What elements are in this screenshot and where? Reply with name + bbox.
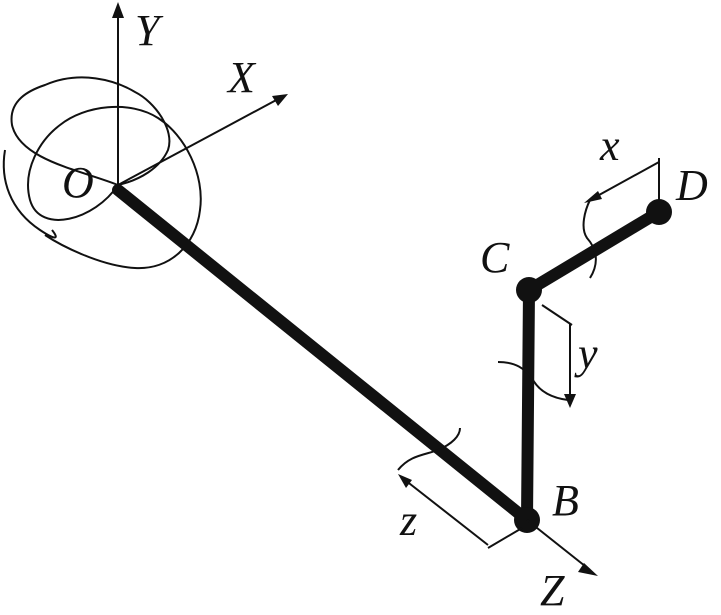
dimension-z-extension bbox=[487, 527, 523, 549]
dimension-z: z bbox=[397, 427, 523, 549]
support-outline-back bbox=[10, 76, 171, 187]
dimension-z-arrowhead bbox=[398, 474, 412, 488]
y-axis-arrowhead bbox=[112, 2, 124, 18]
point-o-label: O bbox=[62, 158, 94, 207]
support-outline-front bbox=[27, 105, 202, 270]
z-axis-arrowhead bbox=[578, 563, 598, 576]
dimension-y: y bbox=[497, 304, 598, 408]
y-axis-label: Y bbox=[135, 6, 164, 55]
dimension-y-extension bbox=[541, 304, 573, 326]
wall-support bbox=[2, 76, 202, 270]
dimension-x-section-mark bbox=[582, 199, 597, 279]
dimension-y-section-mark bbox=[497, 361, 569, 401]
point-b-label: B bbox=[552, 476, 579, 525]
dimension-x-arrowhead bbox=[584, 191, 602, 203]
joint-d bbox=[646, 199, 672, 225]
z-axis-line bbox=[526, 519, 591, 571]
support-outline-edge bbox=[2, 149, 57, 239]
joint-c bbox=[516, 277, 542, 303]
y-axis: Y bbox=[112, 2, 164, 190]
rod-ob bbox=[112, 184, 533, 526]
x-axis-arrowhead bbox=[272, 94, 288, 106]
dimension-z-label: z bbox=[399, 496, 417, 545]
dimension-x-line bbox=[589, 161, 660, 201]
dimension-y-label: y bbox=[574, 329, 598, 378]
point-c-label: C bbox=[480, 233, 510, 282]
x-axis: X bbox=[117, 53, 288, 186]
x-axis-label: X bbox=[226, 53, 257, 102]
z-axis-label: Z bbox=[540, 566, 565, 615]
dimension-x-label: x bbox=[599, 121, 620, 170]
dimension-z-section-mark bbox=[397, 427, 461, 471]
point-d-label: D bbox=[675, 161, 708, 210]
dimension-z-line bbox=[404, 479, 489, 546]
z-axis: Z bbox=[526, 519, 598, 615]
rod-bc bbox=[521, 284, 535, 526]
dimension-y-arrowhead bbox=[564, 394, 576, 408]
dimension-x: x bbox=[582, 121, 660, 279]
x-axis-line bbox=[117, 97, 281, 186]
